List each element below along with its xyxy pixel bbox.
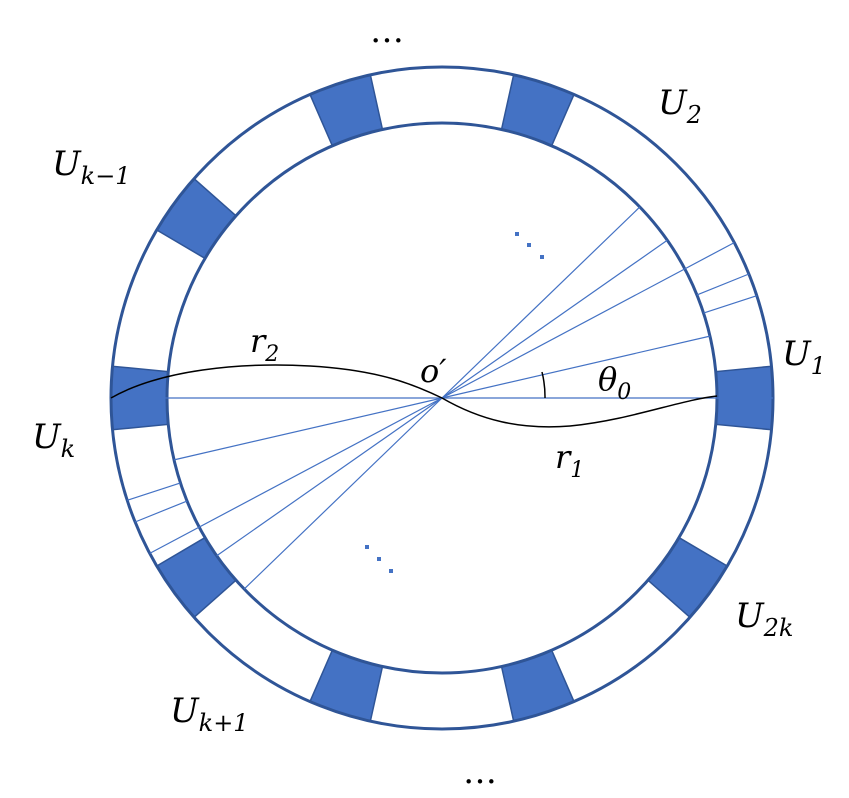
ring-segment: [155, 536, 238, 619]
center-ray: [441, 239, 668, 399]
label-u-k-plus-1: Uk+1: [170, 691, 249, 737]
lower-inner-dots: [365, 545, 393, 573]
upper-inner-dots: [515, 232, 544, 259]
ring-divider-line: [127, 482, 181, 501]
label-r1: r1: [555, 438, 584, 483]
label-u2: U2: [658, 83, 702, 129]
center-ray: [243, 397, 443, 590]
center-ray: [149, 397, 443, 554]
r1-curve: [441, 395, 718, 428]
ellipsis-top: …: [370, 11, 404, 51]
ring-divider-line: [696, 273, 750, 296]
ring-segment: [500, 73, 575, 147]
label-center-o-prime: o′: [420, 352, 447, 390]
ring-divider-line: [134, 500, 188, 523]
center-ray: [216, 397, 443, 557]
ring-segment: [309, 73, 384, 147]
center-rays: [111, 206, 773, 590]
label-u-2k: U2k: [735, 596, 793, 642]
ring-segment: [309, 649, 384, 723]
ellipsis-bottom: …: [463, 752, 497, 792]
center-ray: [441, 206, 641, 399]
label-u-k: Uk: [32, 417, 75, 463]
label-u-k-minus-1: Uk−1: [52, 144, 131, 190]
label-r2: r2: [250, 322, 279, 367]
ring-dividers: [127, 273, 757, 523]
label-u1: U1: [782, 334, 826, 380]
label-theta0: θ0: [598, 360, 631, 405]
center-ray: [441, 335, 711, 399]
ring-segment: [646, 536, 729, 619]
r2-curve: [110, 364, 443, 399]
ring-segment: [155, 177, 238, 260]
ring-segment: [500, 649, 575, 723]
center-ray: [441, 242, 735, 399]
ring-divider-line: [703, 295, 757, 314]
center-ray: [173, 397, 443, 461]
theta0-arc: [541, 371, 546, 399]
